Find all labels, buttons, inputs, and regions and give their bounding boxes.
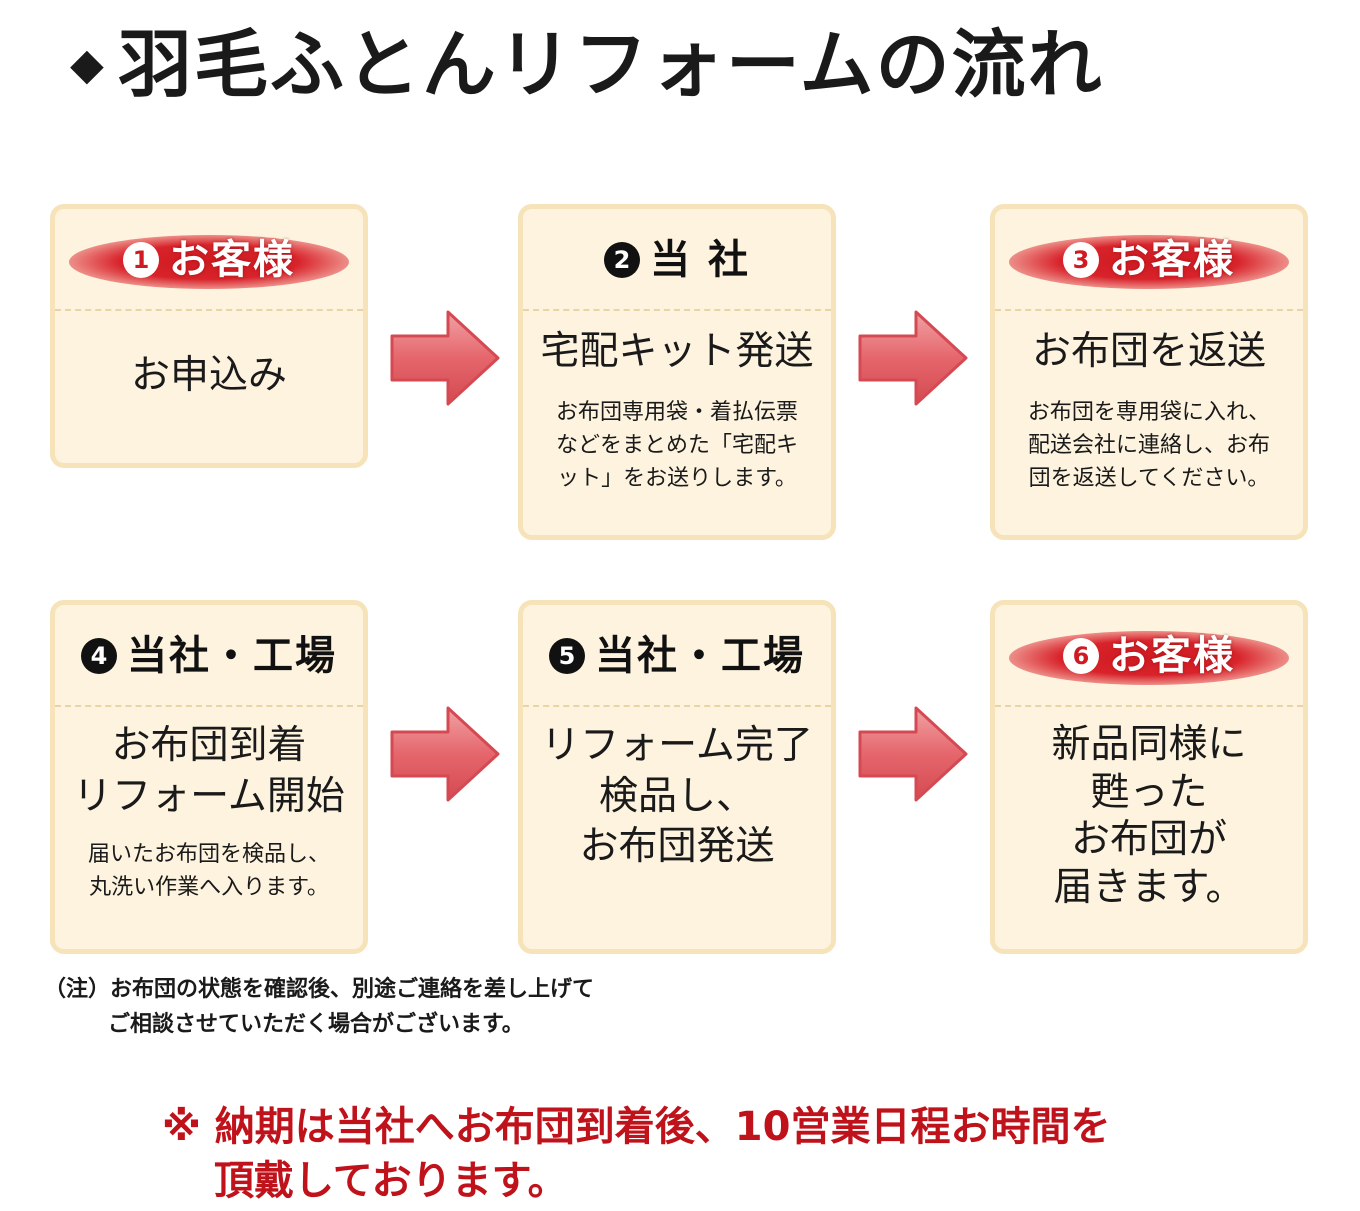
step-main-text: お布団到着 リフォーム開始 xyxy=(73,723,345,819)
delivery-notice: ※ 納期は当社へお布団到着後、10営業日程お時間を 頂戴しております。 xyxy=(162,1100,1110,1208)
step-actor-label: 当社・工場 xyxy=(595,633,805,679)
page-title: ◆ 羽毛ふとんリフォームの流れ xyxy=(70,10,1104,120)
step-card-4: 4 当社・工場 お布団到着 リフォーム開始 届いたお布団を検品し、 丸洗い作業へ… xyxy=(50,600,368,954)
step-header: 2 当 社 xyxy=(523,209,831,311)
step-actor-label: お客様 xyxy=(169,237,295,283)
step-main-text: 宅配キット発送 xyxy=(540,329,814,374)
step-description: お布団を専用袋に入れ、 配送会社に連絡し、お布 団を返送してください。 xyxy=(1027,399,1271,491)
step-number-badge: 2 xyxy=(604,242,641,278)
step-main-text: 新品同様に 甦った お布団が 届きます。 xyxy=(1051,722,1247,910)
dashed-divider xyxy=(55,705,363,707)
red-glow-highlight xyxy=(69,235,349,289)
step-actor-label: 当 社 xyxy=(650,237,750,283)
step-number-badge: 3 xyxy=(1063,242,1099,278)
step-header: 3 お客様 xyxy=(995,209,1303,311)
step-card-6: 6 お客様 新品同様に 甦った お布団が 届きます。 xyxy=(990,600,1308,954)
step-number-badge: 6 xyxy=(1063,638,1099,674)
step-number-badge: 1 xyxy=(123,242,159,278)
step-actor-label: お客様 xyxy=(1109,237,1235,283)
step-description: お布団専用袋・着払伝票 などをまとめた「宅配キ ット」をお送りします。 xyxy=(555,399,798,491)
step-header: 5 当社・工場 xyxy=(523,605,831,707)
step-number-badge: 5 xyxy=(549,638,585,674)
red-glow-highlight xyxy=(1009,235,1289,289)
step-card-5: 5 当社・工場 リフォーム完了 検品し、 お布団発送 xyxy=(518,600,836,954)
step-description: 届いたお布団を検品し、 丸洗い作業へ入ります。 xyxy=(87,842,330,901)
step-number-badge: 4 xyxy=(81,638,117,674)
step-main-text: リフォーム完了 検品し、 お布団発送 xyxy=(541,723,813,870)
step-header: 1 お客様 xyxy=(55,209,363,311)
dashed-divider xyxy=(523,705,831,707)
footnote-line-2: ご相談させていただく場合がございます。 xyxy=(108,1012,524,1038)
step-header: 4 当社・工場 xyxy=(55,605,363,707)
diamond-bullet-icon: ◆ xyxy=(70,39,104,90)
step-card-1: 1 お客様 お申込み xyxy=(50,204,368,468)
delivery-notice-line-1: ※ 納期は当社へお布団到着後、10営業日程お時間を xyxy=(162,1104,1111,1150)
step-main-text: お布団を返送 xyxy=(1031,329,1266,374)
step-card-3: 3 お客様 お布団を返送 お布団を専用袋に入れ、 配送会社に連絡し、お布 団を返… xyxy=(990,204,1308,540)
step-main-text: お申込み xyxy=(130,353,287,398)
right-arrow-icon xyxy=(390,706,500,802)
step-actor-label: お客様 xyxy=(1109,633,1235,679)
dashed-divider xyxy=(995,705,1303,707)
step-actor-label: 当社・工場 xyxy=(127,633,337,679)
dashed-divider xyxy=(995,309,1303,311)
right-arrow-icon xyxy=(858,310,968,406)
step-header: 6 お客様 xyxy=(995,605,1303,707)
right-arrow-icon xyxy=(858,706,968,802)
step-card-2: 2 当 社 宅配キット発送 お布団専用袋・着払伝票 などをまとめた「宅配キ ット… xyxy=(518,204,836,540)
footnote: （注）お布団の状態を確認後、別途ご連絡を差し上げて ご相談させていただく場合がご… xyxy=(44,972,594,1042)
right-arrow-icon xyxy=(390,310,500,406)
delivery-notice-line-2: 頂戴しております。 xyxy=(214,1158,568,1204)
page-title-text: 羽毛ふとんリフォームの流れ xyxy=(117,22,1104,108)
footnote-line-1: （注）お布団の状態を確認後、別途ご連絡を差し上げて xyxy=(44,977,595,1002)
dashed-divider xyxy=(55,309,363,311)
dashed-divider xyxy=(523,309,831,311)
red-glow-highlight xyxy=(1009,631,1289,685)
